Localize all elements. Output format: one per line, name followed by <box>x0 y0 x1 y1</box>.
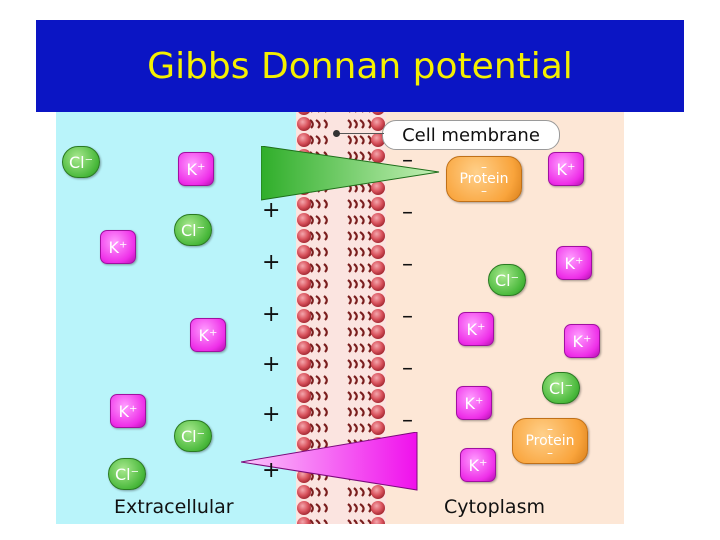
k-ion: K⁺ <box>460 448 496 482</box>
negative-charge: – <box>402 304 413 329</box>
cl-ion: Cl⁻ <box>62 146 100 178</box>
k-ion: K⁺ <box>456 386 492 420</box>
k-ion: K⁺ <box>458 312 494 346</box>
cl-ion: Cl⁻ <box>488 264 526 296</box>
k-ion: K⁺ <box>178 152 214 186</box>
title-bar: Gibbs Donnan potential <box>36 20 684 112</box>
callout-line <box>336 133 384 134</box>
extracellular-label: Extracellular <box>114 496 234 518</box>
positive-charge: + <box>262 302 281 327</box>
cl-ion: Cl⁻ <box>174 420 212 452</box>
positive-charge: + <box>262 198 281 223</box>
k-ion: K⁺ <box>110 394 146 428</box>
cl-gradient-wedge <box>261 146 440 201</box>
cytoplasm-label: Cytoplasm <box>444 496 545 518</box>
protein-label: Protein <box>459 171 509 187</box>
positive-charge: + <box>262 250 281 275</box>
k-ion: K⁺ <box>556 246 592 280</box>
k-ion: K⁺ <box>564 324 600 358</box>
cell-membrane-label: Cell membrane <box>382 120 560 150</box>
negative-charge: – <box>402 356 413 381</box>
positive-charge: + <box>262 458 281 483</box>
protein-charge: – <box>481 160 487 174</box>
protein-label: Protein <box>525 433 575 449</box>
cl-ion: Cl⁻ <box>174 214 212 246</box>
negative-charge: – <box>402 148 413 173</box>
negative-charge: – <box>402 408 413 433</box>
protein-charge: – <box>481 184 487 198</box>
negative-charge: – <box>402 252 413 277</box>
protein: – Protein – <box>512 418 588 464</box>
positive-charge: + <box>262 402 281 427</box>
protein-charge: – <box>547 446 553 460</box>
page-title: Gibbs Donnan potential <box>147 45 573 87</box>
donnan-diagram: Cell membrane + + + + + + – – – – – – Cl… <box>56 112 624 524</box>
callout-dot <box>333 130 340 137</box>
positive-charge: + <box>262 352 281 377</box>
k-gradient-wedge <box>241 432 418 491</box>
cl-ion: Cl⁻ <box>542 372 580 404</box>
negative-charge: – <box>402 200 413 225</box>
protein-charge: – <box>547 422 553 436</box>
k-ion: K⁺ <box>100 230 136 264</box>
cl-ion: Cl⁻ <box>108 458 146 490</box>
k-ion: K⁺ <box>548 152 584 186</box>
protein: – Protein – <box>446 156 522 202</box>
k-ion: K⁺ <box>190 318 226 352</box>
